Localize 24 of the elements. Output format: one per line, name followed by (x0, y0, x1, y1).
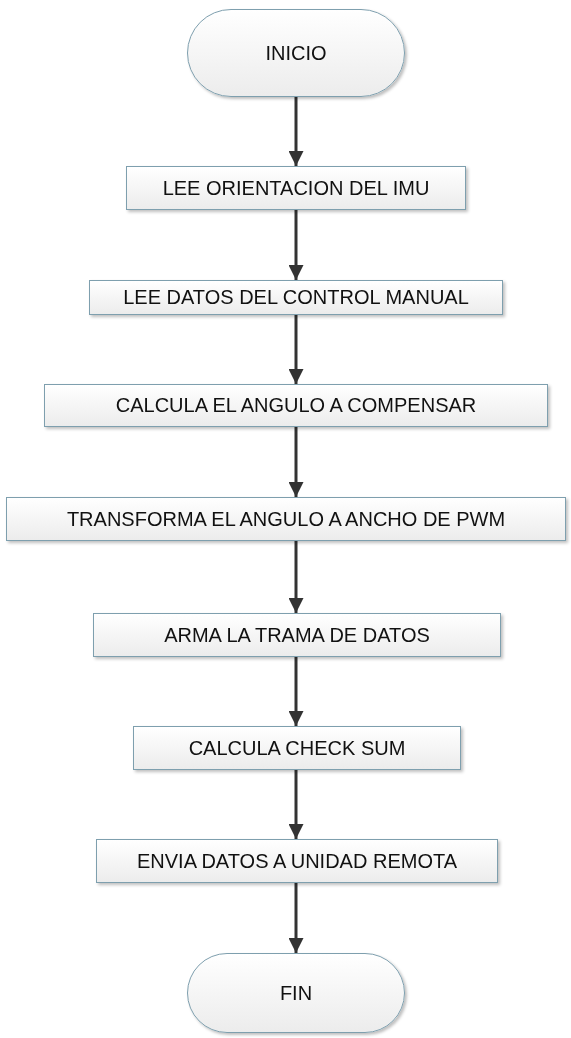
process-box (93, 613, 501, 657)
arrow (288, 97, 304, 166)
step-label: ENVIA DATOS A UNIDAD REMOTA (136, 849, 458, 873)
step-label: LEE DATOS DEL CONTROL MANUAL (123, 286, 469, 309)
step-label: ARMA LA TRAMA DE DATOS (164, 623, 430, 647)
step-label: TRANSFORMA EL ANGULO A ANCHO DE PWM (66, 507, 506, 531)
process-box (96, 839, 498, 883)
arrow (288, 770, 304, 839)
arrow (288, 315, 304, 384)
step-label: FIN (279, 981, 313, 1005)
arrow (288, 657, 304, 726)
arrow (288, 541, 304, 613)
process-box (126, 166, 466, 210)
arrow (288, 210, 304, 280)
step-label: CALCULA EL ANGULO A COMPENSAR (115, 394, 477, 417)
arrow (288, 427, 304, 497)
process-box (6, 497, 566, 541)
arrow (288, 883, 304, 953)
step-label: LEE ORIENTACION DEL IMU (162, 176, 430, 200)
process-box (89, 280, 503, 315)
process-box (133, 726, 461, 770)
step-label: INICIO (265, 41, 327, 65)
step-label: CALCULA CHECK SUM (188, 736, 406, 760)
process-box (44, 384, 548, 427)
